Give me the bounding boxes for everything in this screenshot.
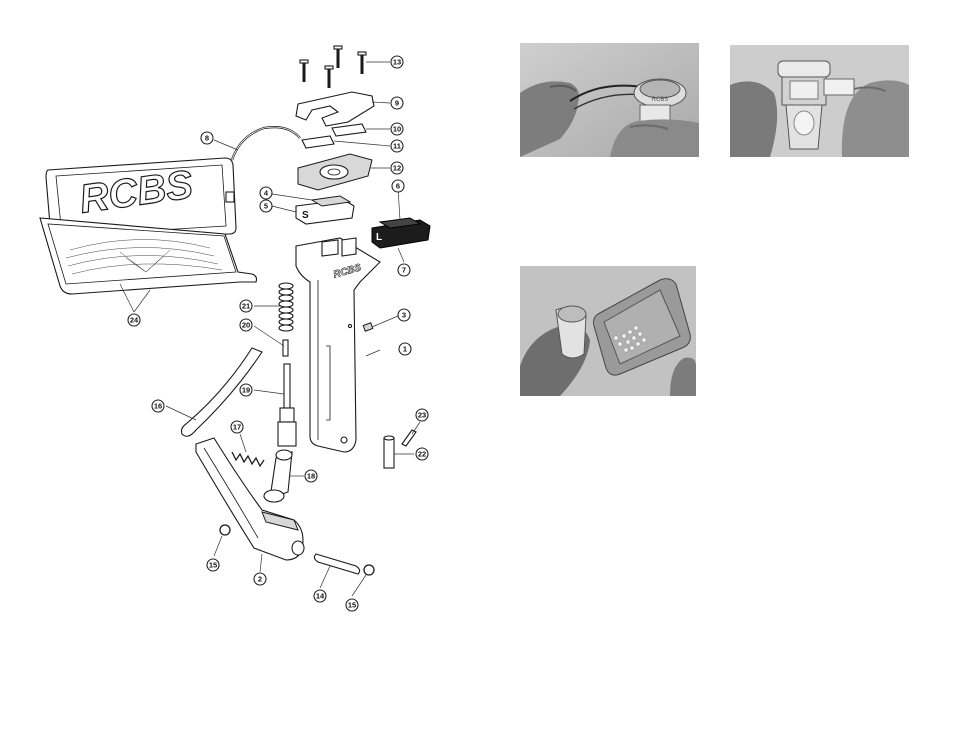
svg-text:13: 13 [393, 58, 401, 67]
svg-text:11: 11 [393, 142, 401, 151]
svg-text:17: 17 [233, 423, 241, 432]
callout-1: 1 [399, 343, 411, 355]
shim-11 [302, 136, 334, 148]
set-screw [363, 323, 373, 331]
svg-text:9: 9 [395, 99, 399, 108]
callout-4: 4 [260, 187, 272, 199]
callout-21: 21 [240, 300, 252, 312]
callout-17: 17 [231, 421, 243, 433]
svg-text:5: 5 [264, 202, 268, 211]
svg-text:7: 7 [402, 266, 406, 275]
photo-spring-installation: RCBS [520, 43, 699, 157]
exploded-parts-diagram: RCBS S [0, 0, 500, 737]
screws [300, 46, 366, 88]
pin-22 [384, 436, 394, 468]
svg-text:3: 3 [402, 311, 406, 320]
svg-text:18: 18 [307, 472, 315, 481]
callout-11: 11 [391, 140, 403, 152]
retaining-ring-right [364, 565, 374, 575]
svg-text:6: 6 [396, 182, 400, 191]
callout-13: 13 [391, 56, 403, 68]
svg-text:16: 16 [154, 402, 162, 411]
callout-15b: 15 [346, 599, 358, 611]
svg-text:21: 21 [242, 302, 250, 311]
callout-12: 12 [391, 162, 403, 174]
callout-9: 9 [391, 97, 403, 109]
svg-text:24: 24 [130, 316, 139, 325]
callout-7: 7 [398, 264, 410, 276]
primer-spring-wire [232, 127, 300, 160]
callout-16: 16 [152, 400, 164, 412]
svg-text:2: 2 [258, 575, 262, 584]
tool-body: RCBS [296, 238, 380, 452]
plunger [278, 364, 296, 446]
callout-14: 14 [314, 590, 326, 602]
callout-2: 2 [254, 573, 266, 585]
svg-text:20: 20 [242, 321, 250, 330]
callout-19: 19 [240, 384, 252, 396]
top-plate [296, 92, 374, 126]
left-hand [730, 81, 777, 157]
shell-holder-plate [298, 154, 372, 190]
small-holder-letter: S [302, 210, 309, 221]
return-spring [232, 452, 264, 466]
svg-text:10: 10 [393, 125, 401, 134]
svg-text:15: 15 [209, 561, 217, 570]
callout-24: 24 [128, 314, 140, 326]
svg-text:12: 12 [393, 164, 401, 173]
svg-text:15: 15 [348, 601, 356, 610]
feed-spring [279, 283, 293, 331]
photo-filling-primer-tray [520, 266, 696, 396]
svg-text:19: 19 [242, 386, 250, 395]
callout-3: 3 [398, 309, 410, 321]
callout-23: 23 [416, 409, 428, 421]
photo-shell-holder-insert [730, 45, 909, 157]
shim-10 [332, 124, 366, 136]
pin-23 [402, 430, 416, 446]
callout-10: 10 [391, 123, 403, 135]
pivot-pin [314, 554, 359, 574]
svg-text:23: 23 [418, 411, 426, 420]
svg-text:22: 22 [418, 450, 426, 459]
small-primer-holder: S [296, 196, 354, 224]
svg-text:8: 8 [205, 134, 209, 143]
photo1-brand-text: RCBS [652, 97, 669, 103]
svg-text:1: 1 [403, 345, 407, 354]
retaining-ring-left [220, 525, 230, 535]
large-primer-holder: L [372, 218, 430, 248]
svg-text:14: 14 [316, 592, 325, 601]
large-holder-letter: L [376, 232, 382, 243]
callout-18: 18 [305, 470, 317, 482]
primer-pin [283, 340, 288, 356]
callout-6: 6 [392, 180, 404, 192]
callout-20: 20 [240, 319, 252, 331]
callout-15a: 15 [207, 559, 219, 571]
callout-22: 22 [416, 448, 428, 460]
callout-8: 8 [201, 132, 213, 144]
link [264, 450, 292, 502]
callout-5: 5 [260, 200, 272, 212]
